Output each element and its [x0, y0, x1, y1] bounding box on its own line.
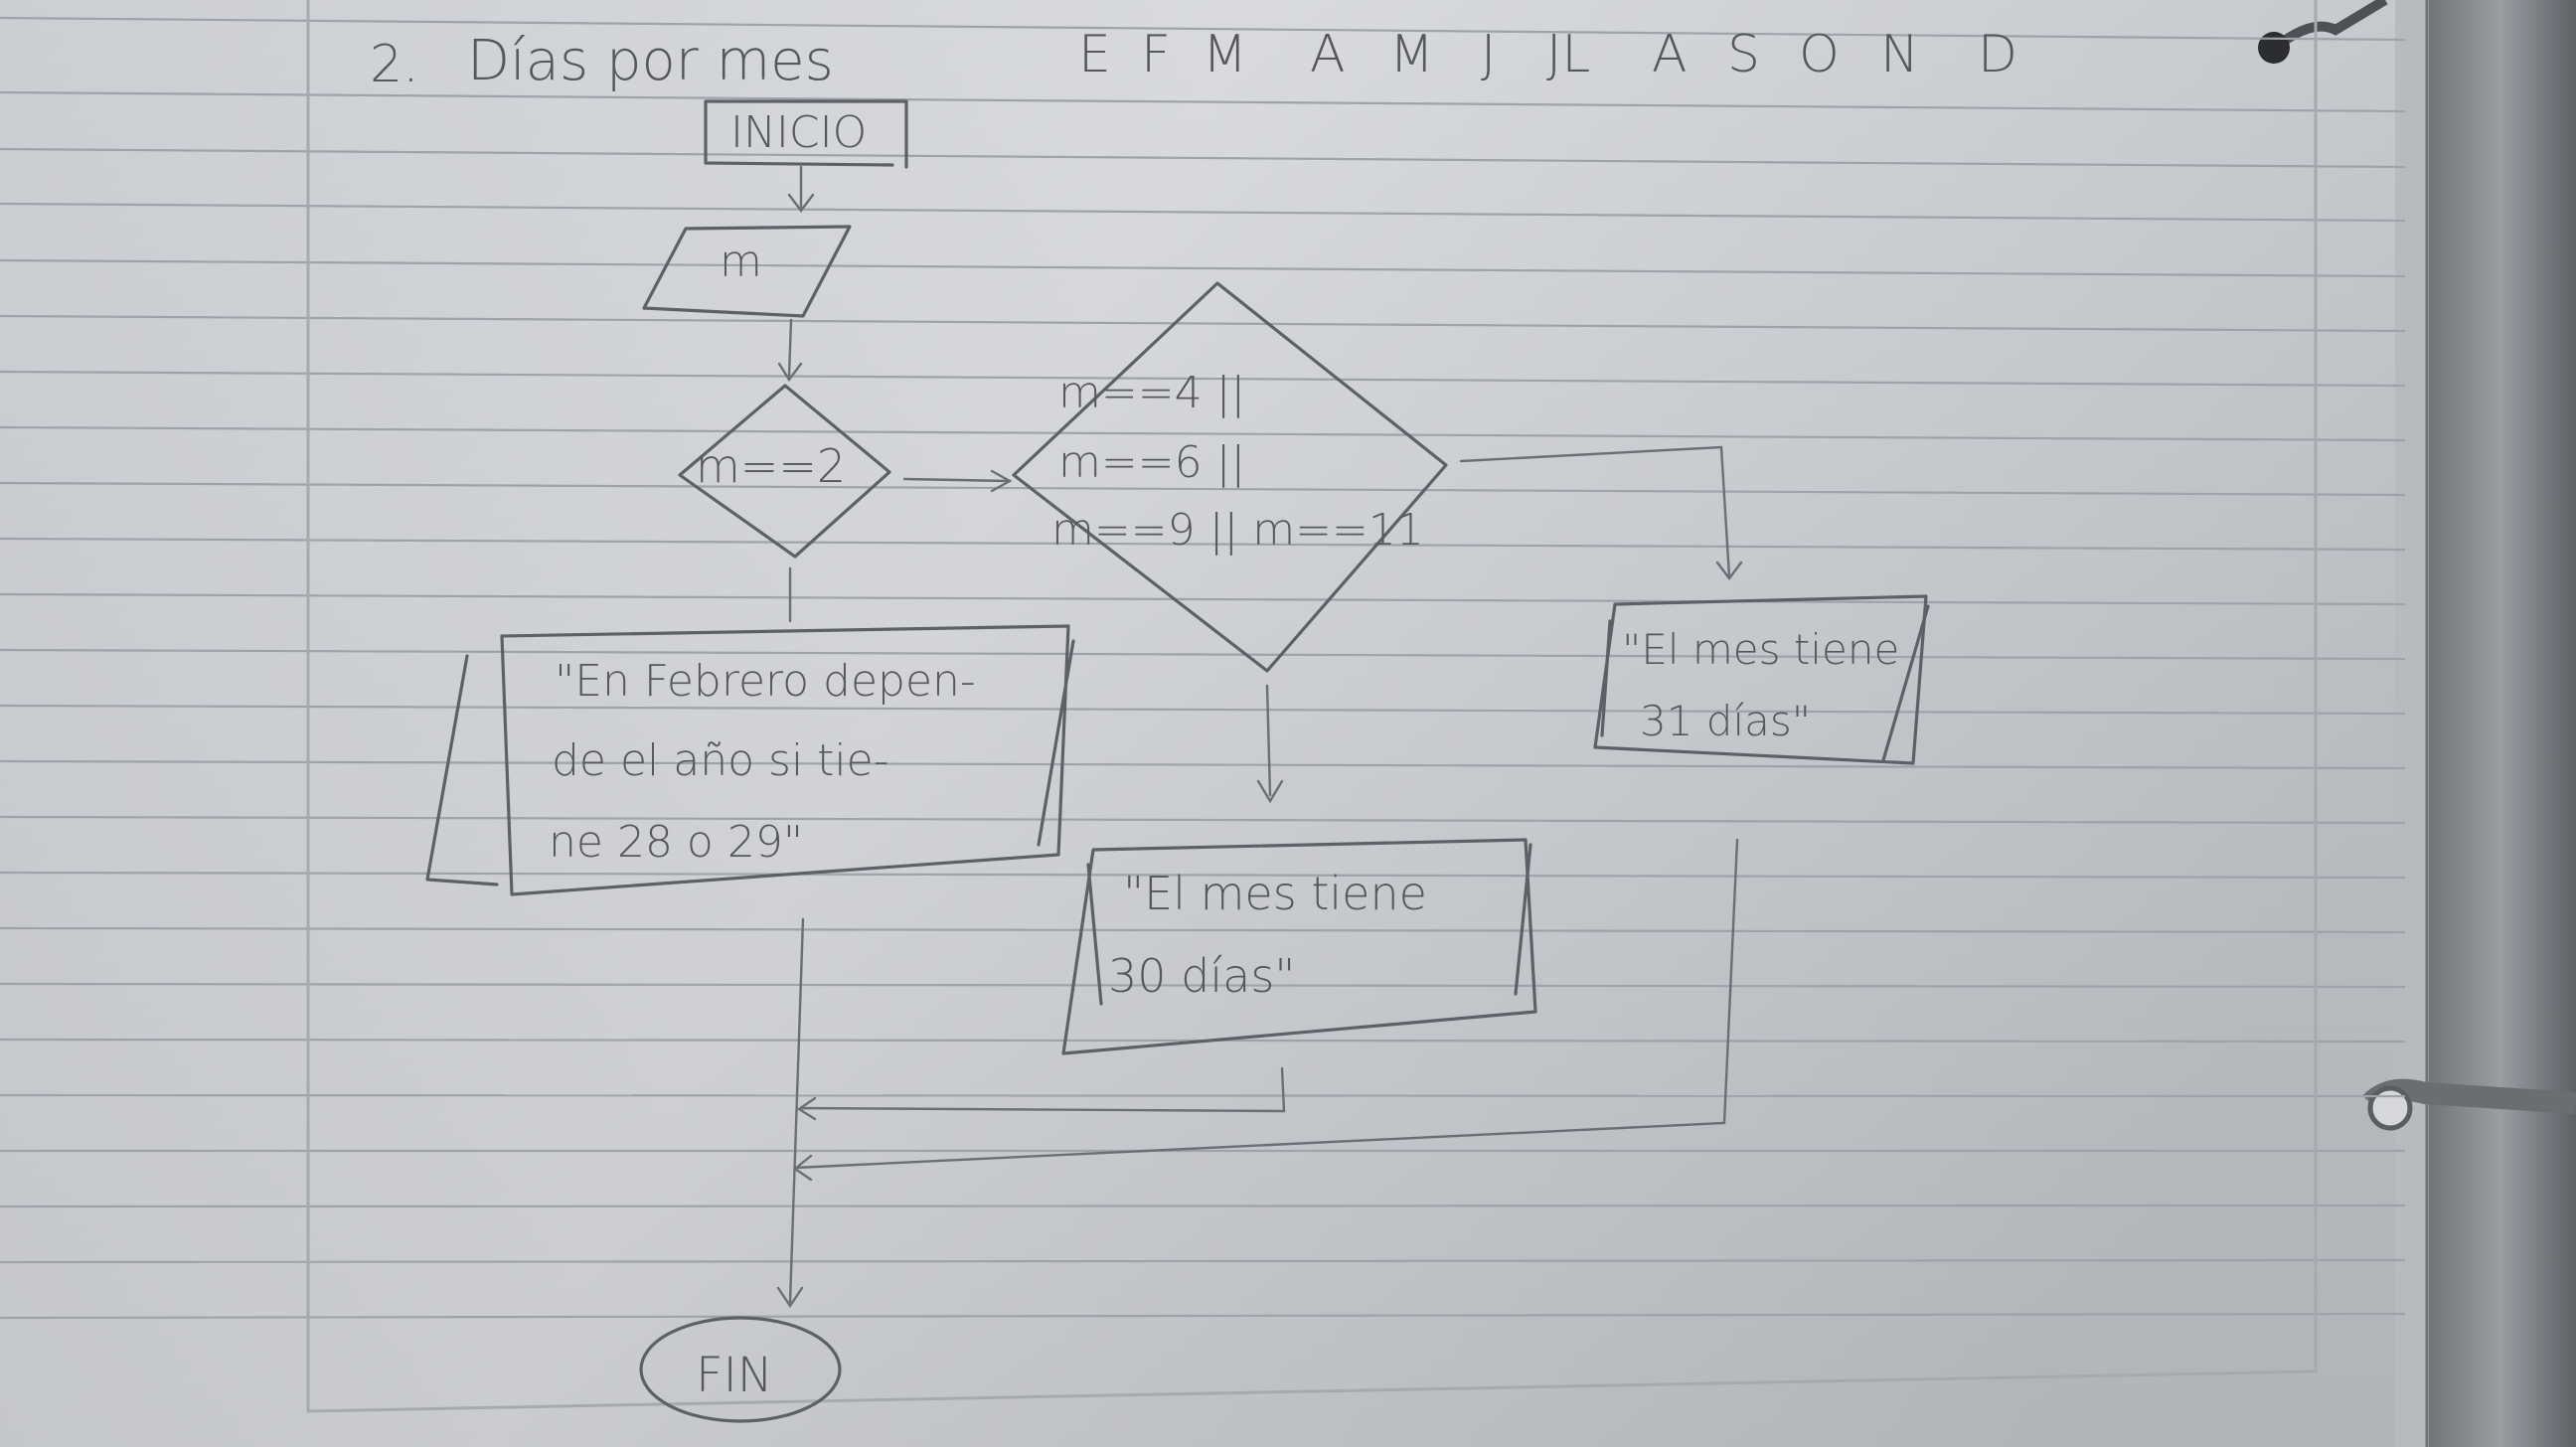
decision-feb: m==2: [678, 384, 891, 559]
end-terminal: FIN: [639, 1316, 842, 1423]
month-letter: J: [1481, 25, 1496, 84]
month-letter: A: [1652, 25, 1688, 84]
decision-30-line1: m==4 ||: [1058, 368, 1245, 418]
month-letter: A: [1310, 25, 1346, 84]
start-terminal: INICIO: [704, 99, 908, 169]
arrow-decision2-30out: [1256, 684, 1284, 804]
start-label: INICIO: [730, 107, 867, 158]
arrow-input-decision1: [777, 318, 803, 383]
month-letters: E F M A M J JL A S O N D: [1078, 25, 2017, 84]
decision-30-line2: m==6 ||: [1058, 437, 1245, 488]
output-feb-line1: "En Febrero depen-: [555, 656, 976, 707]
input-parallelogram: m: [642, 225, 852, 318]
month-letter: JL: [1546, 25, 1590, 84]
month-letter: O: [1799, 25, 1840, 84]
output-30-days: "El mes tiene 30 días": [1061, 838, 1537, 1055]
month-letter: M: [1389, 25, 1434, 84]
month-letter: S: [1727, 25, 1760, 84]
month-letter: E: [1078, 25, 1111, 84]
output-feb-line3: ne 28 o 29": [549, 817, 803, 868]
page-border: [306, 0, 2318, 1413]
arrow-start-input: [787, 165, 815, 213]
decision-30-days: m==4 || m==6 || m==9 || m==11: [1012, 281, 1448, 673]
decision-30-line3: m==9 || m==11: [1051, 505, 1424, 556]
output-30-line1: "El mes tiene: [1123, 867, 1427, 920]
arrow-decision2-31out: [1459, 445, 1743, 580]
decision-feb-label: m==2: [696, 439, 846, 493]
output-feb-line2: de el año si tie-: [552, 735, 889, 786]
connectors-to-end: [776, 838, 1739, 1309]
output-31-line2: 31 días": [1640, 697, 1811, 745]
page-title: Días por mes: [467, 29, 834, 93]
exercise-number: 2.: [370, 35, 419, 94]
month-letter: N: [1880, 25, 1919, 84]
month-letter: M: [1203, 25, 1247, 84]
output-february: "En Febrero depen- de el año si tie- ne …: [425, 624, 1075, 896]
month-letter: D: [1978, 25, 2017, 84]
arrow-decision1-decision2: [902, 469, 1013, 493]
end-label: FIN: [696, 1348, 773, 1403]
output-31-days: "El mes tiene 31 días": [1593, 594, 1930, 765]
month-letter: F: [1141, 25, 1171, 84]
output-31-line1: "El mes tiene: [1622, 625, 1899, 674]
output-30-line2: 30 días": [1108, 949, 1295, 1003]
input-label: m: [720, 237, 762, 287]
binder-edge: [2425, 0, 2576, 1447]
